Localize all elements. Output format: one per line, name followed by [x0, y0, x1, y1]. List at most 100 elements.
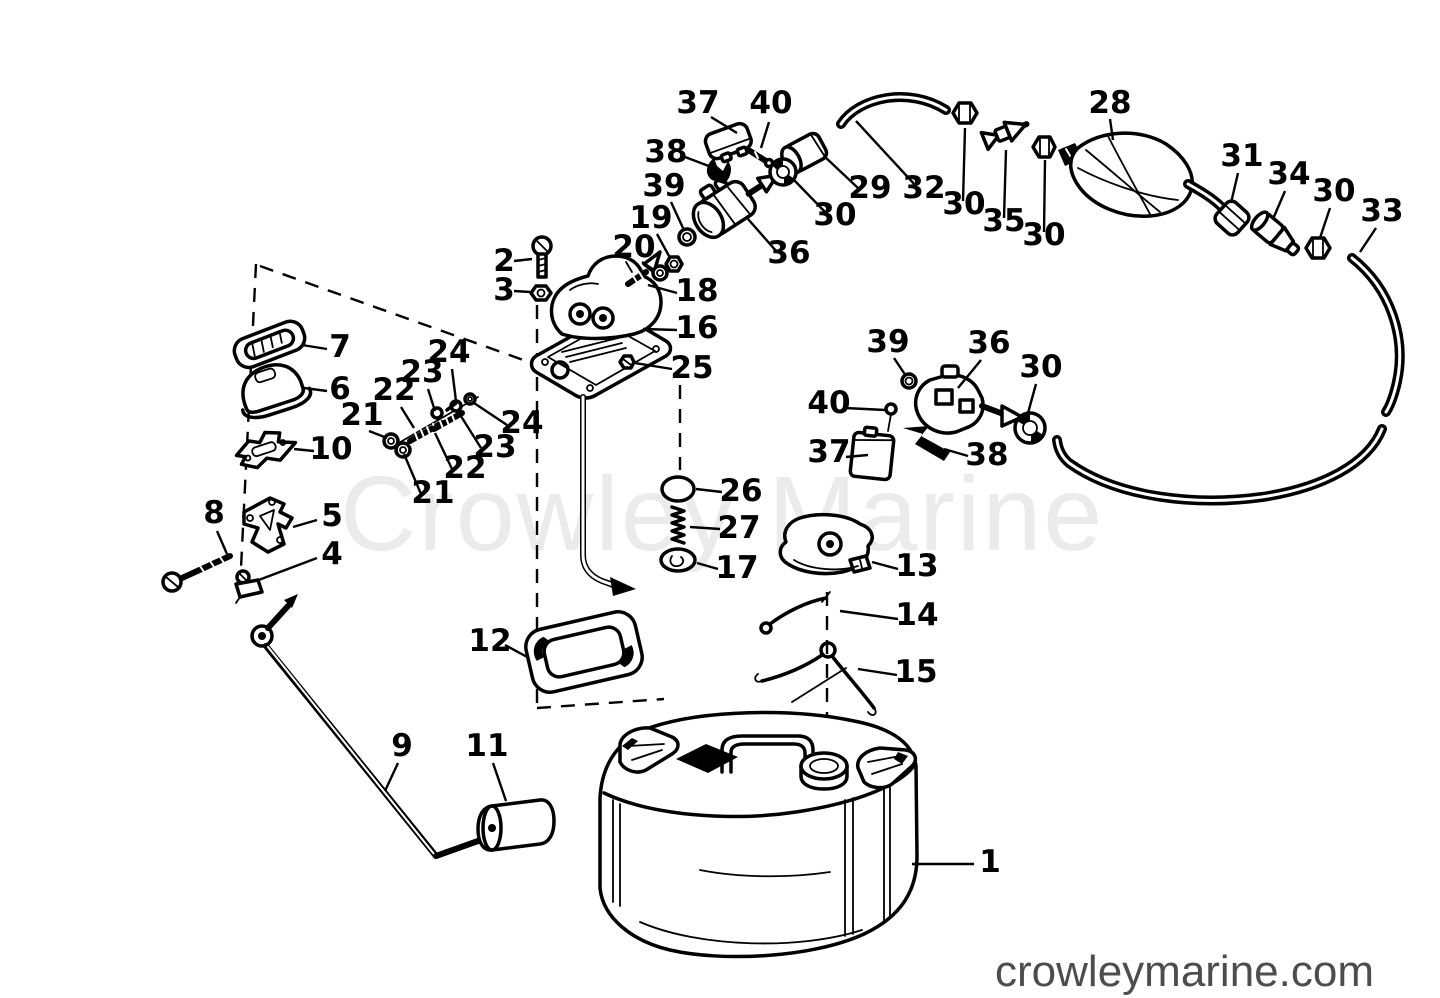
leader-line-21: [368, 429, 388, 440]
part-32-hose: [836, 92, 951, 129]
leader-line-6: [303, 386, 328, 393]
callout-13: 13: [895, 548, 938, 584]
leader-line-30: [961, 127, 967, 202]
leader-line-15: [857, 667, 898, 677]
leader-line-33: [1359, 227, 1377, 253]
callout-28: 28: [1088, 85, 1131, 121]
leader-line-16: [642, 327, 678, 332]
callout-10: 10: [309, 431, 352, 467]
part-8-bolt: [161, 553, 233, 593]
callout-31: 31: [1220, 138, 1263, 174]
callout-38: 38: [644, 134, 687, 170]
callout-37: 37: [676, 85, 719, 121]
leader-line-9: [383, 762, 400, 792]
callout-22: 22: [372, 372, 415, 408]
part-30-nut-e: [1013, 411, 1047, 445]
leader-line-29: [823, 155, 859, 189]
callout-6: 6: [329, 371, 351, 407]
callout-16: 16: [675, 310, 718, 346]
callout-30: 30: [1019, 349, 1062, 385]
leader-line-37: [710, 115, 738, 135]
callout-4: 4: [321, 536, 343, 572]
leader-line-39: [893, 357, 907, 377]
leader-line-17: [696, 561, 719, 571]
part-12-gasket: [524, 610, 644, 694]
leader-line-20: [641, 261, 655, 271]
callout-34: 34: [1267, 156, 1310, 192]
callout-30: 30: [1022, 217, 1065, 253]
leader-line-21: [402, 453, 423, 495]
part-26-float-oval: [660, 475, 696, 503]
callout-27: 27: [717, 510, 760, 546]
leader-line-36: [747, 218, 778, 253]
part-4-clamp: [234, 569, 264, 604]
callout-36: 36: [967, 325, 1010, 361]
callout-9: 9: [391, 728, 413, 764]
part-30-nut-b: [951, 101, 979, 125]
leader-line-28: [1108, 118, 1115, 141]
callout-39: 39: [866, 324, 909, 360]
callout-38: 38: [965, 437, 1008, 473]
callout-29: 29: [848, 170, 891, 206]
part-30-nut-c: [1031, 135, 1057, 159]
part-13-gauge: [778, 512, 874, 576]
callout-23: 23: [473, 429, 516, 465]
part-38-clip-top: [706, 158, 731, 184]
part-25-screw: [618, 354, 636, 370]
part-17-cup: [659, 547, 697, 573]
leader-line-8: [215, 530, 229, 555]
part-38-arrow: [903, 426, 950, 461]
part-19-nut: [664, 255, 684, 273]
leader-line-36: [957, 359, 982, 389]
leader-line-23: [457, 412, 483, 449]
callout-21: 21: [340, 397, 383, 433]
callout-2: 2: [493, 243, 515, 279]
callout-17: 17: [715, 550, 758, 586]
pickup-tube: [580, 394, 636, 596]
leader-line-30: [793, 179, 828, 215]
leader-line-34: [1271, 190, 1287, 220]
leader-line-24: [450, 368, 458, 402]
leader-line-12: [504, 643, 530, 660]
part-40-pin-top: [747, 148, 775, 169]
part-30-nut-a: [768, 157, 798, 187]
leader-line-40: [759, 121, 771, 149]
leader-line-26: [695, 487, 723, 494]
callout-21: 21: [411, 475, 454, 511]
part-37-cover-right: [848, 425, 896, 482]
leader-line-23: [426, 388, 437, 412]
leader-line-3: [513, 289, 531, 294]
watermark-text: Crowley Marine: [340, 455, 1104, 573]
callout-12: 12: [468, 623, 511, 659]
callout-37: 37: [807, 434, 850, 470]
leader-line-32: [855, 120, 917, 187]
leader-line-2: [513, 257, 533, 263]
callout-40: 40: [749, 85, 792, 121]
part-16-fuel-pump-assembly: [529, 254, 673, 400]
callout-8: 8: [203, 495, 225, 531]
part-39-ring-top: [677, 227, 697, 247]
callout-25: 25: [670, 350, 713, 386]
part-1-fuel-tank: [598, 710, 919, 959]
leader-line-27: [689, 525, 721, 531]
callout-40: 40: [807, 385, 850, 421]
leader-line-18: [647, 283, 678, 295]
part-3-nut: [529, 284, 553, 302]
callout-20: 20: [612, 229, 655, 265]
part-11-float: [476, 798, 556, 852]
callout-30: 30: [813, 197, 856, 233]
part-5-bracket: [242, 496, 294, 554]
callout-5: 5: [321, 498, 343, 534]
leader-line-38: [943, 447, 969, 458]
leader-line-22: [433, 432, 454, 470]
part-27-spring: [670, 505, 686, 545]
leader-line-5: [292, 518, 318, 529]
leader-line-14: [839, 609, 899, 621]
part-37-cover-top: [703, 121, 753, 164]
callout-22: 22: [443, 450, 486, 486]
part-36-connector-top: [691, 173, 779, 240]
leader-line-40: [844, 406, 886, 412]
part-20-washer: [651, 264, 669, 282]
callout-1: 1: [979, 844, 1001, 880]
